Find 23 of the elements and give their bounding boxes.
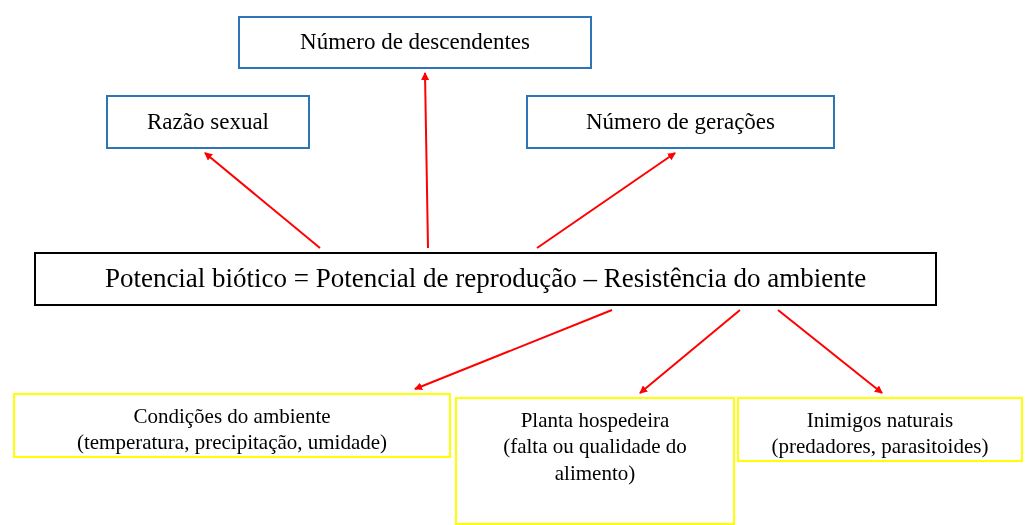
- text-box: [238, 16, 592, 69]
- box-title: Número de gerações: [586, 107, 775, 136]
- box-note: (temperatura, precipitação, umidade): [76, 429, 388, 456]
- arrow: [204, 152, 321, 249]
- box-title: Planta hospedeira: [520, 407, 670, 434]
- box-note: (predadores, parasitoides): [771, 433, 989, 460]
- arrow: [536, 152, 676, 249]
- box-title: Inimigos naturais: [806, 407, 954, 434]
- arrow: [414, 309, 613, 391]
- box-title: Condições do ambiente: [133, 403, 331, 430]
- box-title: Potencial biótico = Potencial de reprodução – Resistência do ambiente: [104, 262, 867, 296]
- text-box: [106, 95, 310, 149]
- text-box: [13, 393, 451, 458]
- text-box: [737, 397, 1023, 462]
- text-box: [34, 252, 937, 306]
- text-box: [455, 397, 735, 525]
- box-title: Número de descendentes: [300, 28, 530, 57]
- arrow: [777, 309, 883, 394]
- box-title: Razão sexual: [147, 107, 269, 136]
- arrow: [421, 72, 430, 249]
- text-box: [526, 95, 835, 149]
- arrow: [639, 309, 741, 394]
- box-note: (falta ou qualidade do alimento): [502, 433, 688, 486]
